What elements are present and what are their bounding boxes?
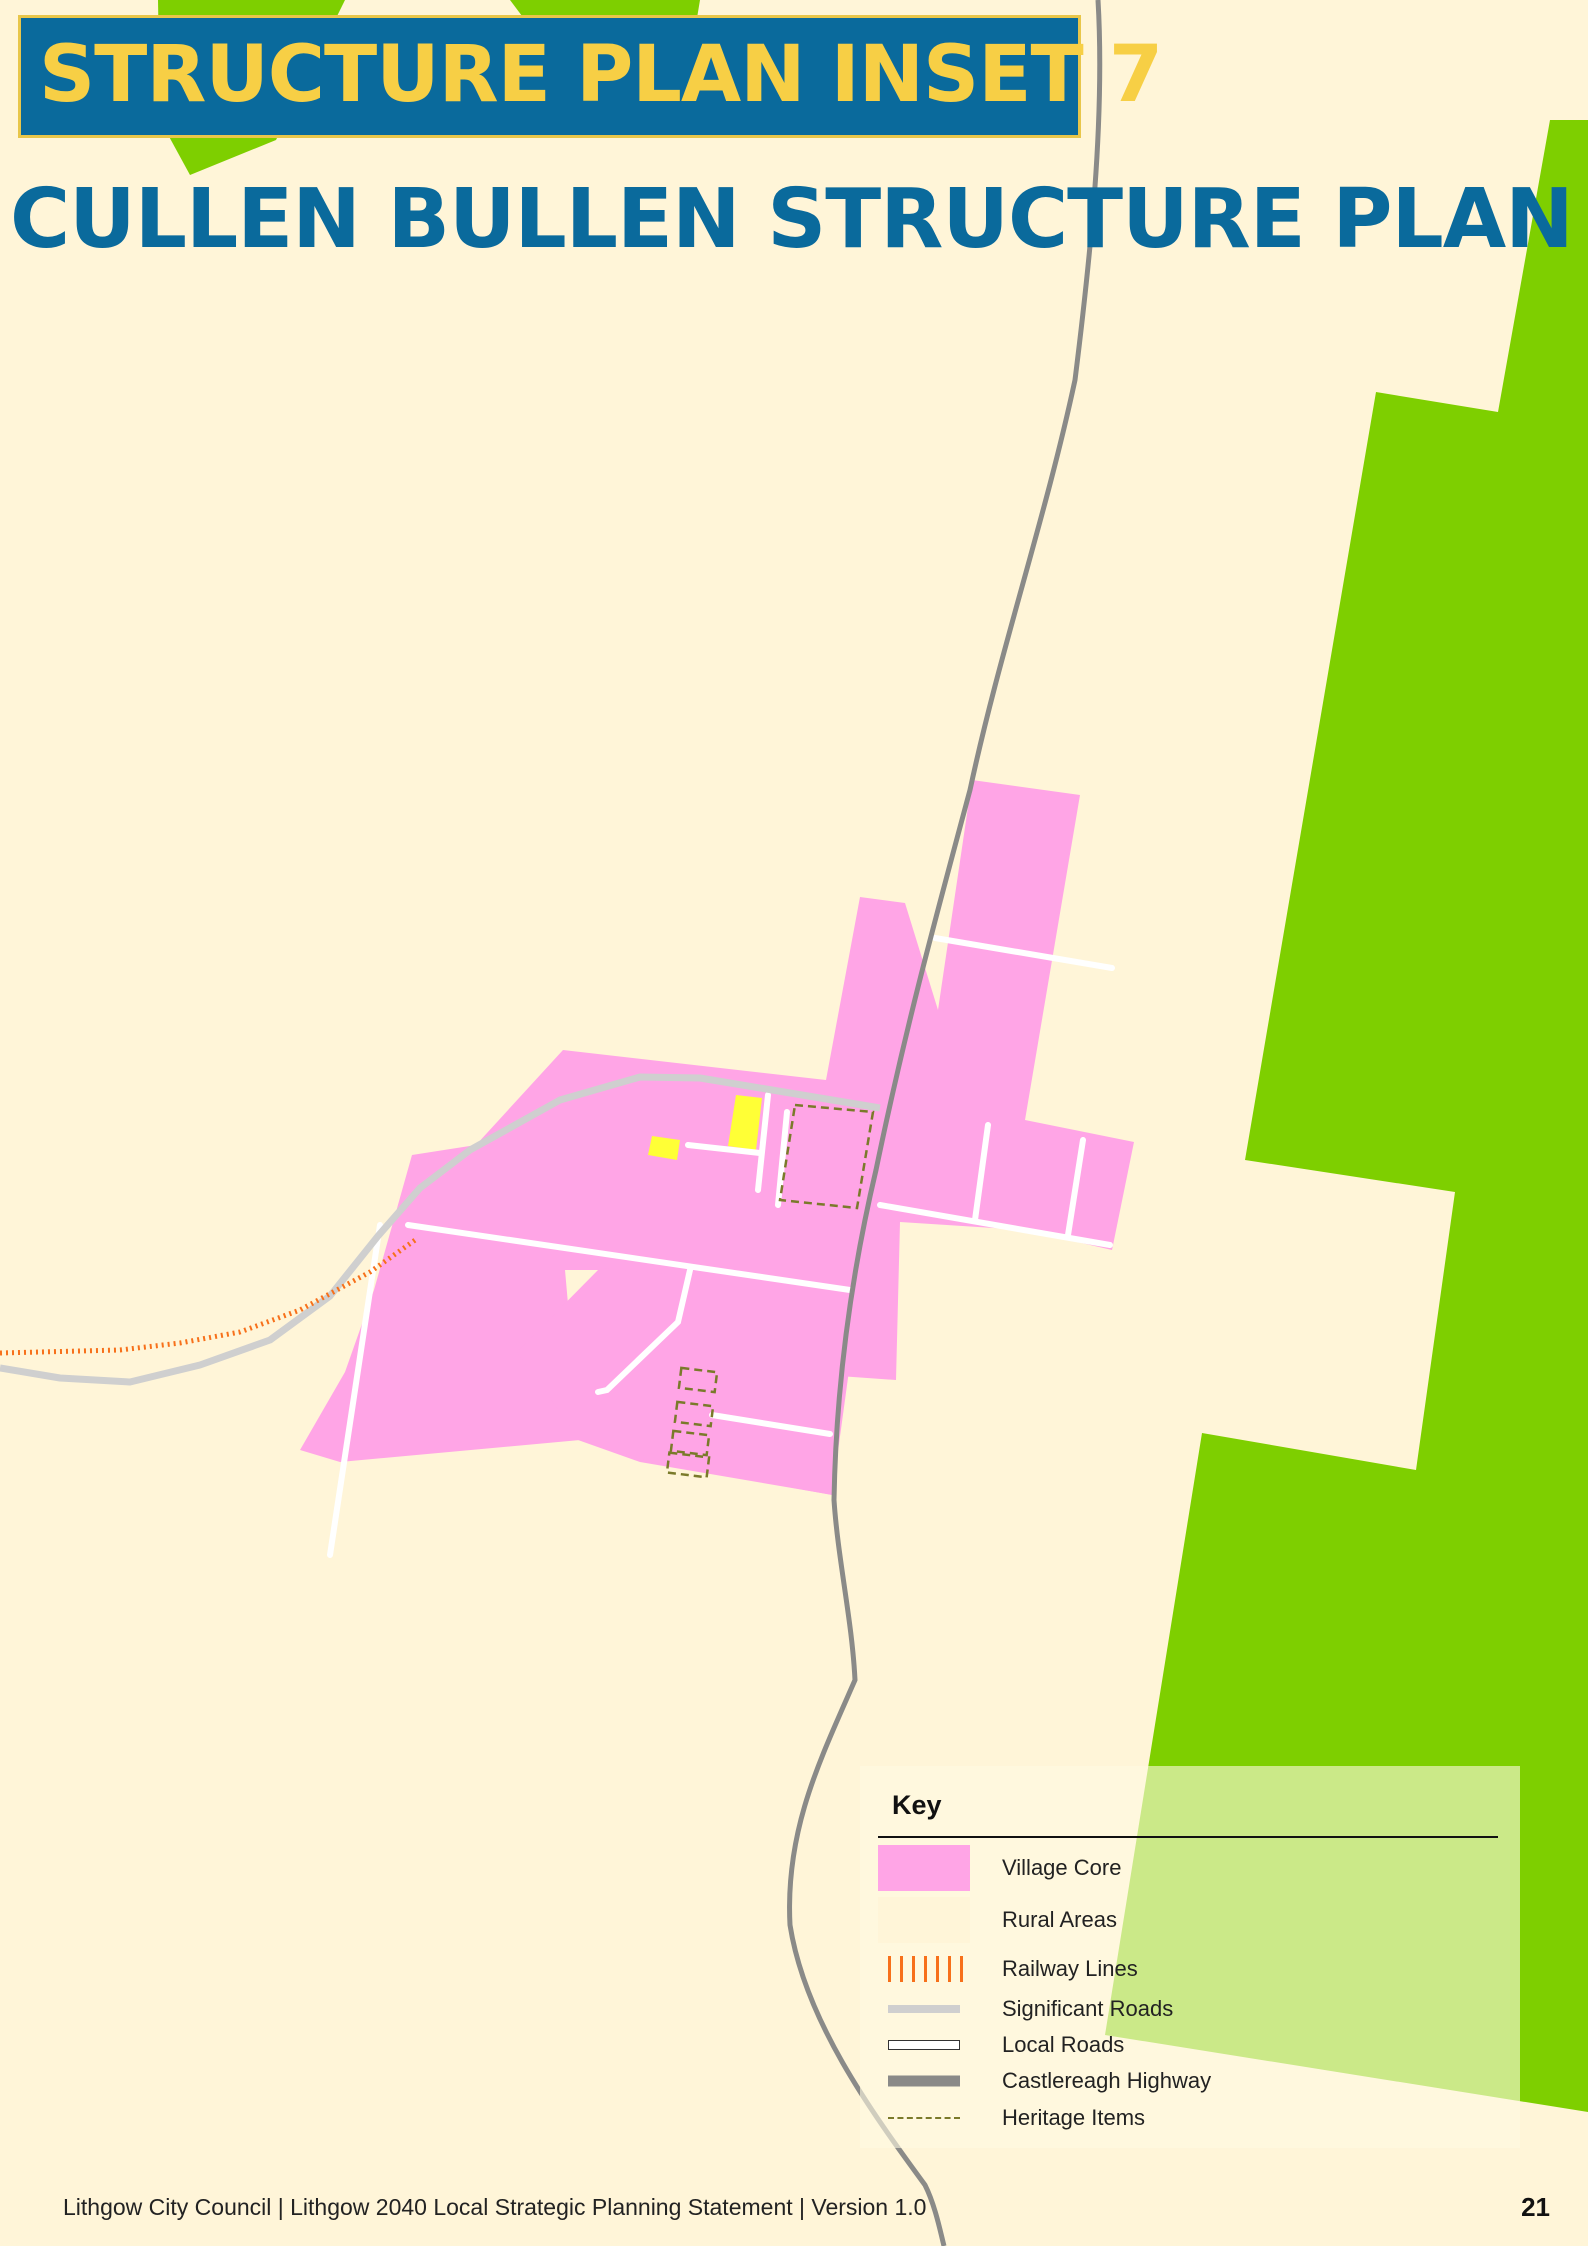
yellow-parcel-2 [648,1136,680,1160]
key-label: Railway Lines [1002,1956,1138,1981]
heritage-items [665,1103,875,1479]
significant-roads-swatch [888,2005,960,2013]
key-label: Castlereagh Highway [1002,2068,1212,2093]
key-item-railway-lines: Railway Lines [878,1949,1478,1989]
rural-areas-swatch [878,1897,970,1943]
key-label: Local Roads [1002,2032,1125,2057]
page-footer: Lithgow City Council | Lithgow 2040 Loca… [63,2194,927,2220]
key-label: Village Core [1002,1855,1122,1880]
key-item-castlereagh-highway: Castlereagh Highway [878,2061,1478,2101]
heritage-items-swatch [888,2117,960,2119]
significant-road [0,1073,881,1386]
map-key: Key Village Core Rural Areas Railway Lin… [860,1766,1520,2148]
railway-line [0,1235,420,1356]
key-label: Significant Roads [1002,1996,1174,2021]
castlereagh-highway-swatch [888,2075,960,2087]
village-core-north [300,780,1134,1495]
key-item-significant-roads: Significant Roads [878,1989,1478,2029]
key-divider [878,1836,1498,1838]
key-label: Rural Areas [1002,1907,1117,1932]
key-label: Heritage Items [1002,2105,1146,2130]
key-item-rural-areas: Rural Areas [878,1897,1478,1943]
inset-title: STRUCTURE PLAN INSET 7 [39,30,1163,120]
plan-title: CULLEN BULLEN STRUCTURE PLAN [10,172,1574,267]
page-number: 21 [1521,2192,1550,2222]
yellow-parcel-1 [728,1095,762,1150]
local-roads [327,935,1115,1558]
local-roads-swatch [888,2040,960,2050]
green-zone-east [1105,120,1588,2112]
key-item-heritage-items: Heritage Items [878,2098,1478,2138]
inset-title-banner: STRUCTURE PLAN INSET 7 [18,15,1163,138]
key-title: Key [892,1790,942,1820]
key-item-local-roads: Local Roads [878,2025,1478,2065]
castlereagh-highway [787,0,1103,2246]
village-core-south [517,1268,860,1495]
village-core-swatch [878,1845,970,1891]
key-item-village-core: Village Core [878,1845,1478,1891]
railway-lines-swatch [888,1956,964,1982]
